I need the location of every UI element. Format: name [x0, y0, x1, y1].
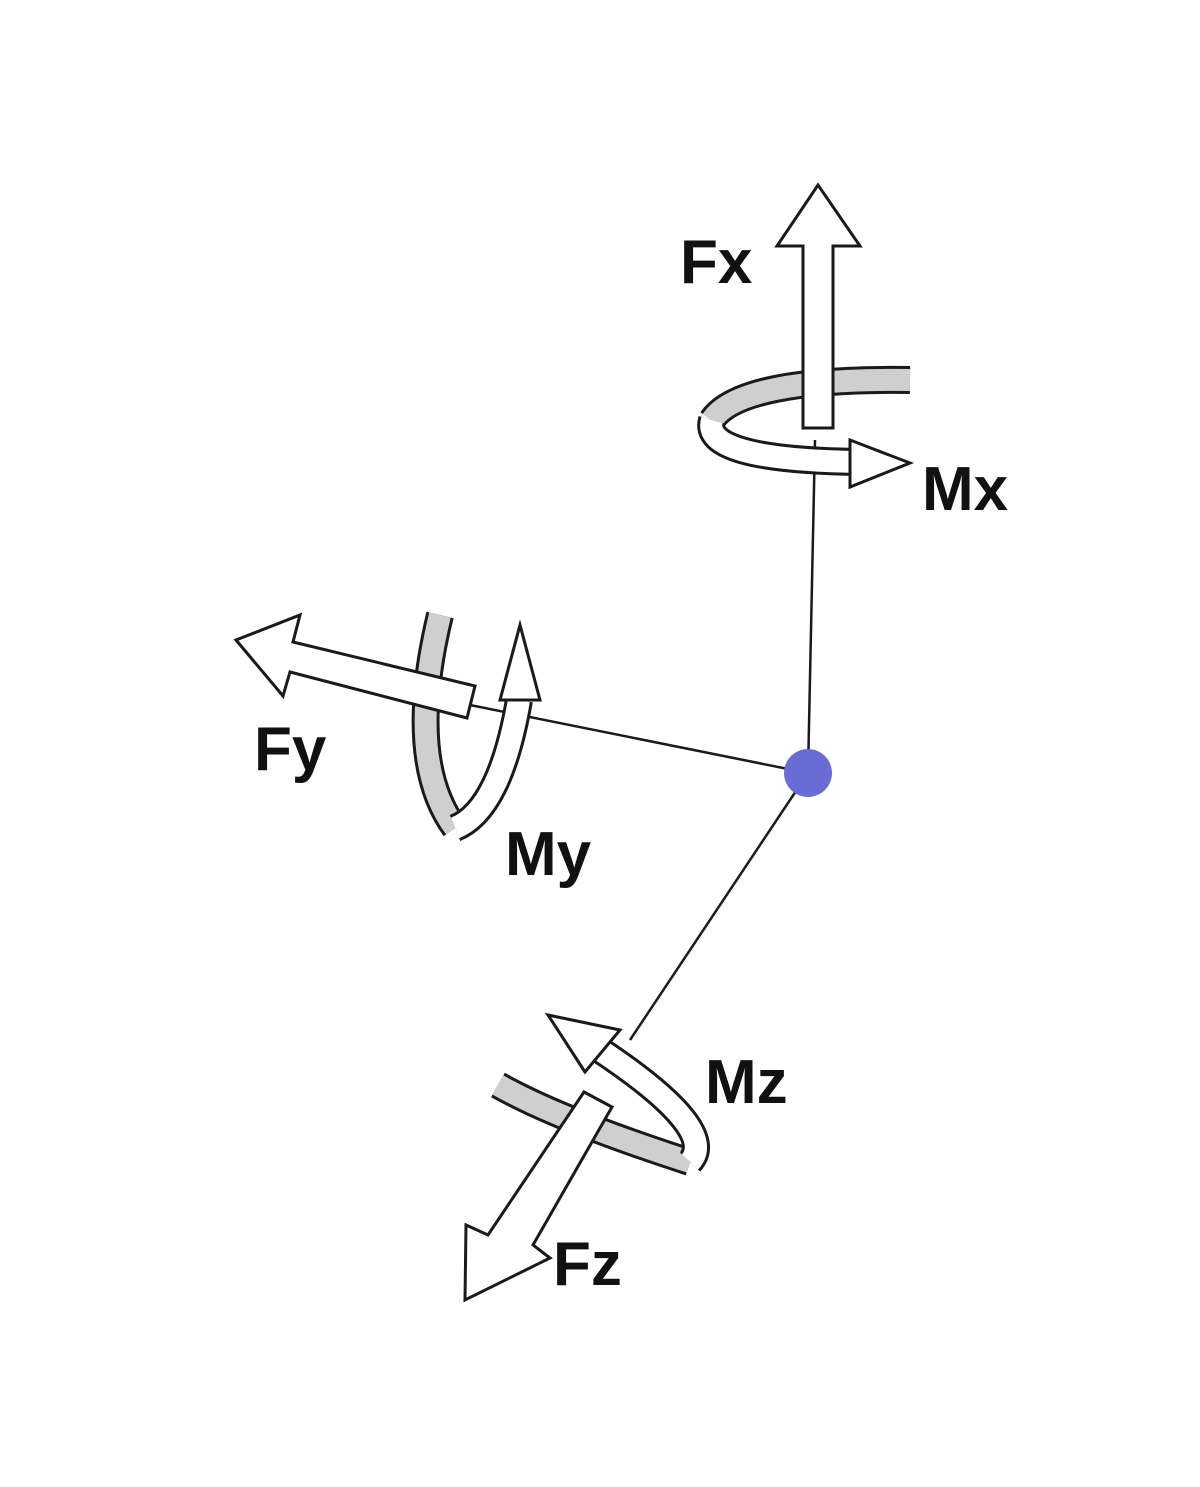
fy-label: Fy	[254, 715, 327, 784]
mz-label: Mz	[705, 1048, 788, 1117]
mx-moment-arrow	[697, 365, 915, 490]
fx-force-arrow	[774, 182, 863, 430]
fy-force-arrow	[233, 612, 477, 720]
fz-force-arrow	[463, 1090, 615, 1303]
x-axis-line	[806, 439, 817, 774]
my-moment-arrow	[411, 611, 542, 841]
fz-label: Fz	[553, 1230, 622, 1299]
mz-moment-arrow	[491, 1012, 710, 1176]
origin-point	[784, 749, 832, 797]
my-label: My	[505, 820, 592, 889]
mx-label: Mx	[922, 455, 1009, 524]
fx-label: Fx	[680, 228, 753, 297]
z-axis-line	[628, 772, 810, 1041]
